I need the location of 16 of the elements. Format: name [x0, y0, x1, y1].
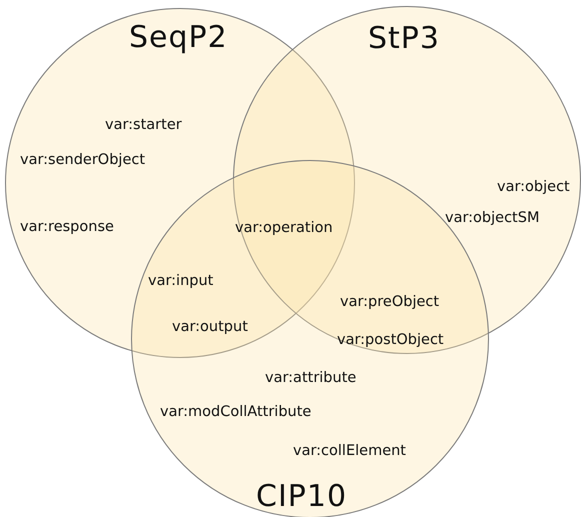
set-title: SeqP2 [129, 23, 228, 53]
variable-label: var:input [148, 272, 214, 290]
variable-label: var:attribute [265, 369, 356, 387]
variable-label: var:starter [105, 116, 182, 134]
set-title: StP3 [368, 24, 440, 54]
variable-label: var:objectSM [445, 209, 540, 227]
variable-label: var:collElement [293, 442, 406, 460]
variable-label: var:modCollAttribute [160, 403, 312, 421]
variable-label: var:output [172, 318, 248, 336]
variable-label: var:response [20, 218, 114, 236]
variable-label: var:operation [235, 219, 333, 237]
variable-label: var:preObject [340, 293, 440, 311]
variable-label: var:postObject [337, 331, 444, 349]
variable-label: var:senderObject [20, 151, 146, 169]
set-title: CIP10 [256, 482, 348, 512]
variable-label: var:object [497, 178, 570, 196]
